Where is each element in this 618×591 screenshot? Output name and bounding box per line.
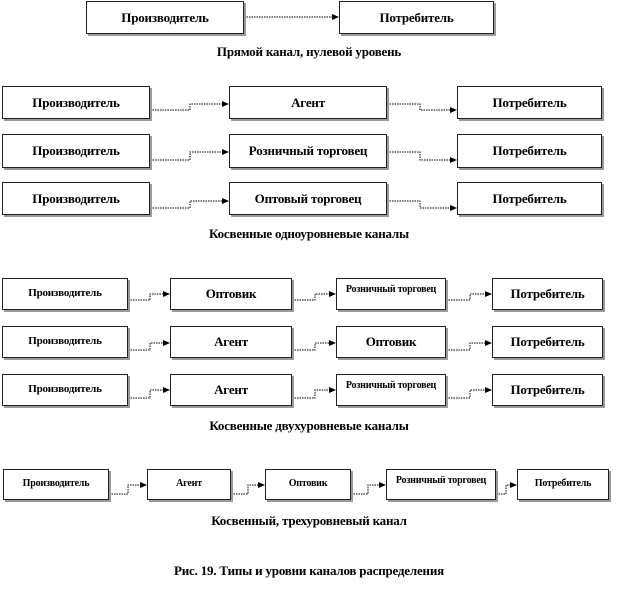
arrow-producer-wholesale-trader [150, 198, 229, 209]
caption-three-level-channel: Косвенный, трехуровневый канал [211, 513, 407, 528]
wholesaler-box: Оптовик [265, 469, 351, 500]
arrow-3l-a [109, 482, 147, 495]
producer-box: Производитель [2, 182, 150, 215]
arrow-2l2-a [128, 340, 170, 351]
arrow-2l3-c [446, 387, 492, 399]
arrow-2l1-b [292, 291, 336, 301]
consumer-box: Потребитель [492, 326, 603, 358]
arrow-2l1-a [128, 291, 170, 301]
arrow-3l-c [351, 482, 386, 495]
figure-caption: Рис. 19. Типы и уровни каналов распредел… [174, 563, 444, 578]
consumer-box: Потребитель [457, 86, 602, 119]
producer-box: Производитель [2, 374, 128, 406]
agent-box: Агент [229, 86, 387, 119]
producer-box: Производитель [3, 469, 109, 500]
consumer-box: Потребитель [339, 1, 494, 34]
consumer-box: Потребитель [457, 134, 602, 168]
arrow-2l1-c [446, 291, 492, 301]
caption-direct-channel: Прямой канал, нулевой уровень [216, 44, 402, 59]
producer-box: Производитель [2, 326, 128, 358]
agent-box: Агент [170, 374, 292, 406]
producer-box: Производитель [2, 278, 128, 310]
arrow-retailer-consumer [387, 151, 457, 163]
agent-box: Агент [147, 469, 231, 500]
producer-box: Производитель [86, 1, 244, 34]
wholesaler-box: Оптовик [336, 326, 446, 358]
arrow-2l3-b [292, 387, 336, 399]
retailer-box: Розничный торговец [336, 278, 446, 310]
arrow-2l2-b [292, 340, 336, 351]
arrow-2l2-c [446, 340, 492, 351]
arrow-producer-agent [150, 101, 229, 111]
retailer-box: Розничный торговец [229, 134, 387, 168]
retailer-box: Розничный торговец [386, 469, 496, 500]
agent-box: Агент [170, 326, 292, 358]
caption-one-level-channels: Косвенные одноуровневые каналы [209, 226, 409, 241]
arrow-agent-consumer [387, 103, 457, 113]
producer-box: Производитель [2, 86, 150, 119]
caption-two-level-channels: Косвенные двухуровневые каналы [209, 418, 409, 433]
arrow-wholesale-trader-consumer [387, 200, 457, 211]
consumer-box: Потребитель [492, 374, 603, 406]
retailer-box: Розничный торговец [336, 374, 446, 406]
consumer-box: Потребитель [457, 182, 602, 215]
consumer-box: Потребитель [517, 469, 609, 500]
wholesaler-box: Оптовик [170, 278, 292, 310]
arrow-3l-d [496, 482, 517, 495]
arrow-2l3-a [128, 387, 170, 399]
consumer-box: Потребитель [492, 278, 603, 310]
arrow-3l-b [231, 482, 265, 495]
arrow-producer-retailer [150, 149, 229, 161]
wholesale-trader-box: Оптовый торговец [229, 182, 387, 215]
producer-box: Производитель [2, 134, 150, 168]
